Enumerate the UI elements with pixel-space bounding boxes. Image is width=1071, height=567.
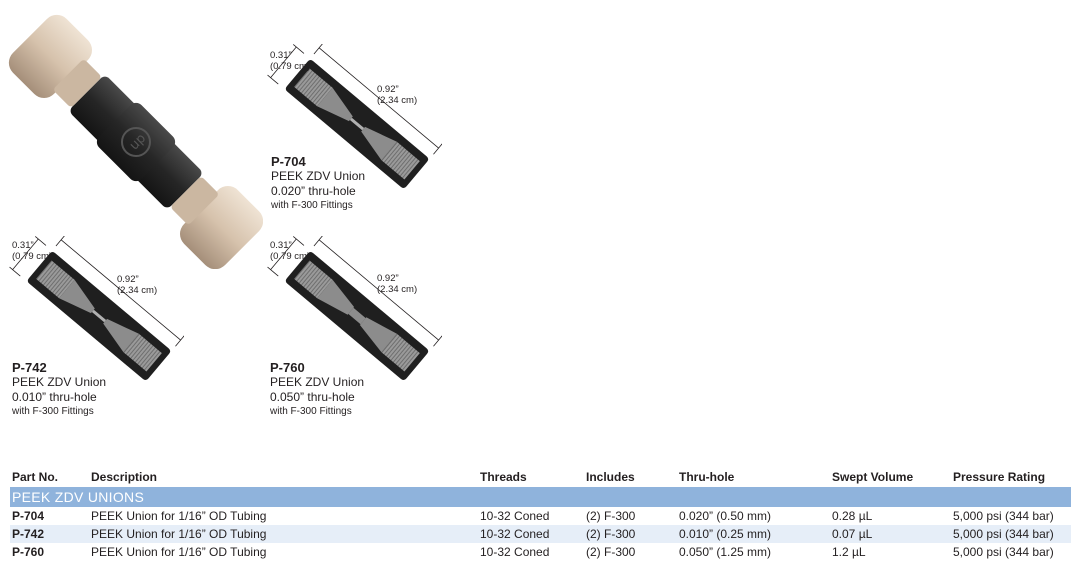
cell-pressure-rating: 5,000 psi (344 bar)	[953, 545, 1054, 559]
header-swept-volume: Swept Volume	[832, 470, 914, 484]
cell-swept-volume: 1.2 µL	[832, 545, 866, 559]
p760-width-cm: (0.79 cm)	[270, 251, 311, 262]
p760-length-in: 0.92”	[377, 273, 399, 284]
cell-pressure-rating: 5,000 psi (344 bar)	[953, 509, 1054, 523]
p760-name: PEEK ZDV Union	[270, 375, 365, 389]
p704-width-in: 0.31”	[270, 50, 292, 61]
p742-name: PEEK ZDV Union	[12, 375, 107, 389]
cell-thru-hole: 0.050” (1.25 mm)	[679, 545, 772, 559]
p742-thru-hole: 0.010” thru-hole	[12, 390, 97, 404]
cell-part-no: P-742	[10, 525, 91, 543]
cell-includes: (2) F-300	[586, 545, 636, 559]
table-row: P-742 PEEK Union for 1/16” OD Tubing 10-…	[10, 525, 1071, 543]
p704-name: PEEK ZDV Union	[271, 169, 366, 183]
cell-thru-hole: 0.020” (0.50 mm)	[679, 509, 772, 523]
cell-threads: 10-32 Coned	[480, 509, 550, 523]
p704-length-in: 0.92”	[377, 84, 399, 95]
p742-length-label: 0.92” (2.34 cm)	[117, 274, 157, 296]
cell-description: PEEK Union for 1/16” OD Tubing	[91, 509, 267, 523]
p704-drawing	[262, 44, 442, 194]
p704-part-no: P-704	[271, 154, 306, 169]
p704-thru-hole: 0.020” thru-hole	[271, 184, 356, 198]
assembled-union-image: up	[8, 14, 263, 269]
p760-part-no: P-760	[270, 360, 305, 375]
p704-width-cm: (0.79 cm)	[270, 61, 311, 72]
cell-swept-volume: 0.07 µL	[832, 525, 953, 543]
p760-fittings: with F-300 Fittings	[270, 406, 352, 417]
cell-threads: 10-32 Coned	[480, 525, 586, 543]
p704-caption: P-704 PEEK ZDV Union 0.020” thru-hole wi…	[271, 154, 365, 212]
p760-length-label: 0.92” (2.34 cm)	[377, 273, 417, 295]
section-title: PEEK ZDV UNIONS	[10, 487, 1071, 507]
table-header-row: Part No. Description Threads Includes Th…	[10, 468, 1071, 487]
p742-width-in: 0.31”	[12, 240, 34, 251]
p742-part-no: P-742	[12, 360, 47, 375]
p704-length-cm: (2.34 cm)	[377, 95, 418, 106]
p760-thru-hole: 0.050” thru-hole	[270, 390, 355, 404]
p742-width-label: 0.31” (0.79 cm)	[12, 240, 52, 262]
cell-includes: (2) F-300	[586, 525, 679, 543]
section-header-row: PEEK ZDV UNIONS	[10, 487, 1071, 507]
p742-fittings: with F-300 Fittings	[12, 406, 94, 417]
p704-width-label: 0.31” (0.79 cm)	[270, 50, 310, 72]
header-threads: Threads	[480, 470, 527, 484]
header-includes: Includes	[586, 470, 635, 484]
cell-description: PEEK Union for 1/16” OD Tubing	[91, 545, 267, 559]
spec-table: Part No. Description Threads Includes Th…	[10, 468, 1071, 561]
p742-caption: P-742 PEEK ZDV Union 0.010” thru-hole wi…	[12, 360, 106, 418]
cell-threads: 10-32 Coned	[480, 545, 550, 559]
p704-fittings: with F-300 Fittings	[271, 200, 353, 211]
header-part-no: Part No.	[12, 470, 59, 484]
p704-length-label: 0.92” (2.34 cm)	[377, 84, 417, 106]
p742-length-cm: (2.34 cm)	[117, 285, 158, 296]
cell-pressure-rating: 5,000 psi (344 bar)	[953, 525, 1071, 543]
p760-caption: P-760 PEEK ZDV Union 0.050” thru-hole wi…	[270, 360, 364, 418]
header-thru-hole: Thru-hole	[679, 470, 735, 484]
table-row: P-760 PEEK Union for 1/16” OD Tubing 10-…	[10, 543, 1071, 561]
table-row: P-704 PEEK Union for 1/16” OD Tubing 10-…	[10, 507, 1071, 525]
cell-description: PEEK Union for 1/16” OD Tubing	[91, 525, 480, 543]
cell-swept-volume: 0.28 µL	[832, 509, 873, 523]
p760-drawing	[262, 236, 442, 386]
p742-length-in: 0.92”	[117, 274, 139, 285]
cell-includes: (2) F-300	[586, 509, 636, 523]
cell-part-no: P-704	[12, 509, 45, 523]
cell-part-no: P-760	[12, 545, 45, 559]
p760-width-label: 0.31” (0.79 cm)	[270, 240, 310, 262]
p760-length-cm: (2.34 cm)	[377, 284, 418, 295]
header-description: Description	[91, 470, 158, 484]
p760-width-in: 0.31”	[270, 240, 292, 251]
header-pressure-rating: Pressure Rating	[953, 470, 1046, 484]
cell-thru-hole: 0.010” (0.25 mm)	[679, 525, 832, 543]
p742-drawing	[4, 236, 184, 386]
p742-width-cm: (0.79 cm)	[12, 251, 53, 262]
